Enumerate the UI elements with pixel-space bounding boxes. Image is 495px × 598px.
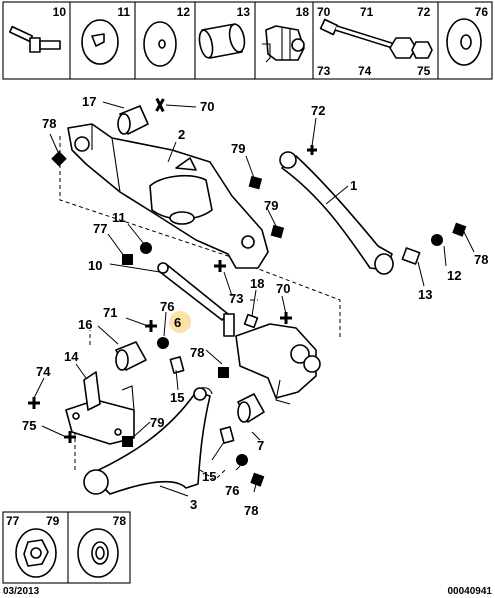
callout-3: 3 [190,497,197,512]
callout-70-mid: 70 [276,281,290,296]
bolt-nut-set-icon[interactable] [319,18,433,59]
callout-11: 11 [112,210,126,225]
callout-78-bottom: 78 [244,503,258,518]
callout-79-lower: 79 [150,415,164,430]
leader-lines [33,101,475,497]
callout-labels: 17 70 72 78 2 79 79 11 77 10 1 73 18 70 … [22,94,488,518]
callout-73: 73 [229,291,243,306]
top-box-label-11: 11 [117,5,130,19]
callout-75: 75 [22,418,36,433]
bushing-7[interactable] [237,393,265,423]
callout-72: 72 [311,103,325,118]
top-box-label-71: 71 [360,5,374,19]
callout-7: 7 [257,438,264,453]
callout-78-center: 78 [190,345,204,360]
bolt-icon[interactable] [8,25,61,53]
bottom-box-label-77: 77 [6,514,20,528]
washer-icon[interactable] [446,18,482,66]
callout-10: 10 [88,258,102,273]
callout-71: 71 [103,305,117,320]
bushing-17[interactable] [117,105,149,135]
callout-14: 14 [64,349,79,364]
callout-16: 16 [78,317,92,332]
callout-78-right: 78 [474,252,488,267]
callout-76-lower: 76 [225,483,239,498]
top-box-label-73: 73 [317,64,331,78]
washer-icon[interactable] [143,21,177,67]
callout-77: 77 [93,221,107,236]
callout-12: 12 [447,268,461,283]
top-box-label-74: 74 [358,64,372,78]
bottom-box-label-78: 78 [113,514,127,528]
nut-washer-icon[interactable] [15,528,57,578]
top-box-label-18: 18 [296,5,310,19]
dust-boot-icon[interactable] [262,25,305,63]
footer-date: 03/2013 [3,586,40,597]
top-box-label-10: 10 [53,5,67,19]
mounting-guides [59,136,341,481]
top-parts-bar: 10 11 12 13 18 [2,1,493,80]
eccentric-washer-icon[interactable] [81,19,119,65]
bushing-icon[interactable] [197,23,247,59]
callout-13: 13 [418,287,432,302]
bracket-14[interactable] [65,371,135,445]
callout-79-mid: 79 [264,198,278,213]
sleeve-15b[interactable] [219,426,235,444]
top-bar-frame [2,1,493,80]
top-box-label-76: 76 [475,5,489,19]
bottom-box-label-79: 79 [46,514,60,528]
callout-18: 18 [250,276,264,291]
callout-17: 17 [82,94,96,109]
top-box-label-72: 72 [417,5,431,19]
link-arm-6[interactable] [157,262,235,337]
bottom-parts-bar: 77 79 78 [2,511,131,584]
top-box-label-13: 13 [237,5,251,19]
bushing-16[interactable] [115,341,147,371]
callout-79-upper: 79 [231,141,245,156]
callout-2: 2 [178,127,185,142]
upper-control-arm[interactable] [279,151,394,275]
rear-crossmember[interactable] [67,123,269,269]
top-box-label-12: 12 [177,5,191,19]
callout-1: 1 [350,178,357,193]
lower-control-arm[interactable] [83,387,213,495]
callout-78-left: 78 [42,116,56,131]
callout-15-lower: 15 [202,469,216,484]
hub-carrier[interactable] [235,323,321,405]
callout-70-top: 70 [200,99,214,114]
callout-15-upper: 15 [170,390,184,405]
boot-13[interactable] [401,247,421,265]
footer-reference: 00040941 [448,586,493,597]
callout-76-upper: 76 [160,299,174,314]
top-box-label-70: 70 [317,5,331,19]
callout-6: 6 [174,315,181,330]
sleeve-15a[interactable] [169,356,185,374]
callout-74: 74 [36,364,51,379]
top-box-label-75: 75 [417,64,431,78]
washer-icon[interactable] [77,528,119,578]
highlight-marker [169,311,191,333]
fastener-markers [28,97,467,487]
